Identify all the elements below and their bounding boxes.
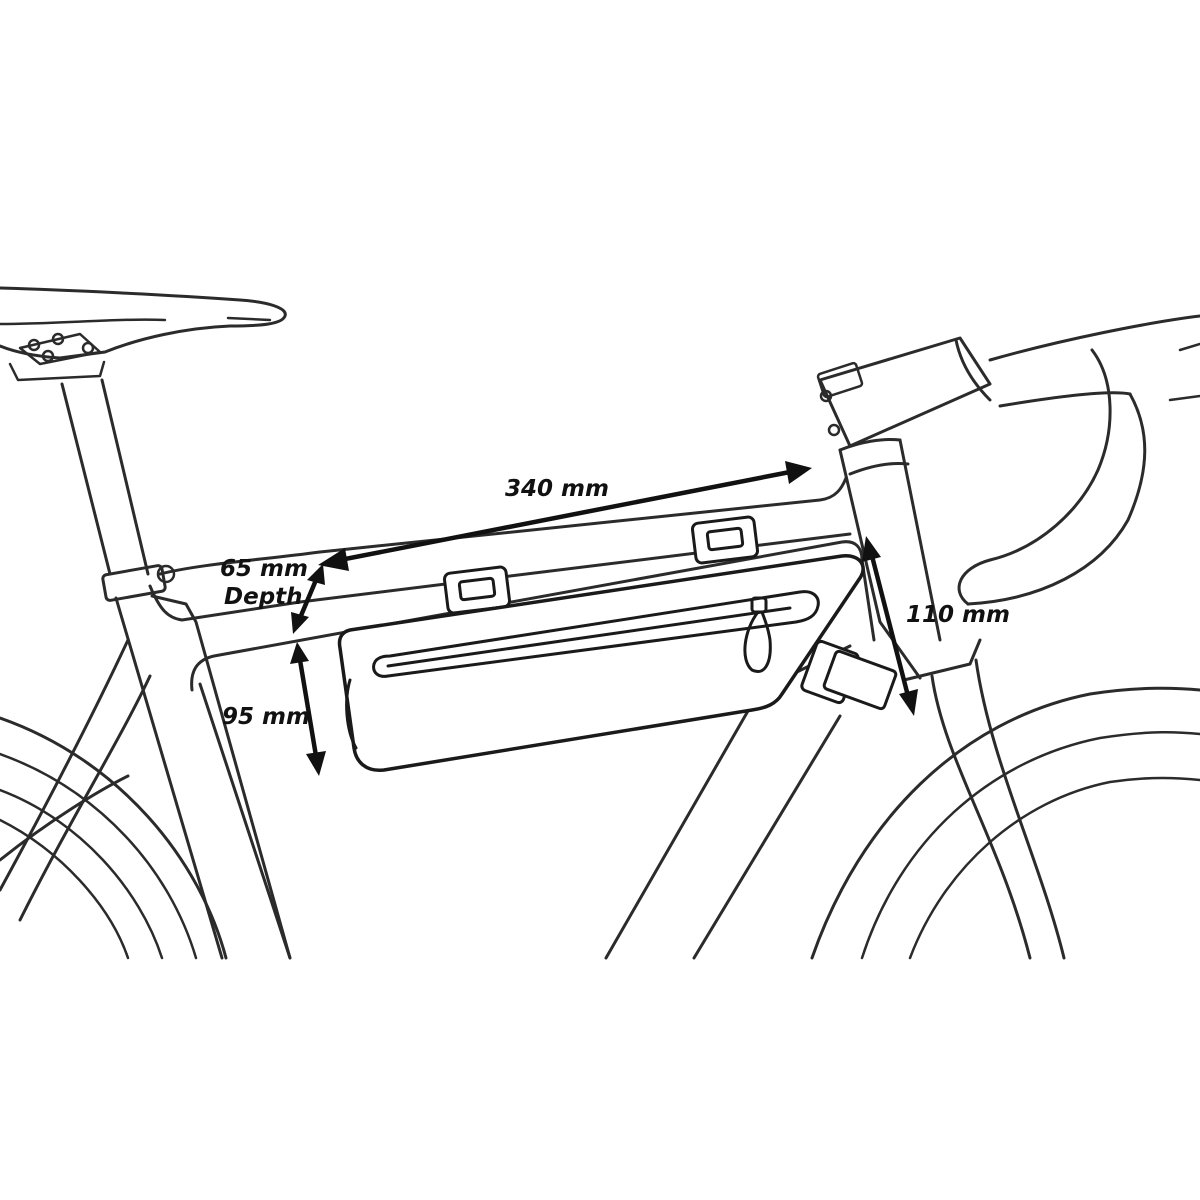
head-tube-strap <box>800 639 898 711</box>
zipper-pull-icon <box>743 596 772 673</box>
front-height-dimension-arrow <box>862 536 918 716</box>
saddle <box>0 286 287 382</box>
frame-inner-triangle <box>190 540 876 960</box>
depth-word-label: Depth <box>224 584 303 610</box>
depth-dimension-arrow <box>291 564 325 634</box>
top-tube <box>148 476 852 622</box>
rear-stays <box>0 638 152 922</box>
stem <box>816 336 992 448</box>
head-tube <box>838 438 1066 960</box>
length-dimension-arrow <box>318 461 812 571</box>
front-height-label: 110 mm <box>906 602 1010 628</box>
depth-value-label: 65 mm <box>220 556 308 582</box>
rear-height-dimension-arrow <box>290 642 326 776</box>
seat-tube <box>60 378 292 960</box>
rear-wheel <box>0 716 228 960</box>
frame-bag <box>337 554 865 772</box>
handlebar <box>957 314 1200 606</box>
length-label: 340 mm <box>505 476 609 502</box>
front-wheel <box>810 686 1200 960</box>
rear-height-label: 95 mm <box>222 704 310 730</box>
